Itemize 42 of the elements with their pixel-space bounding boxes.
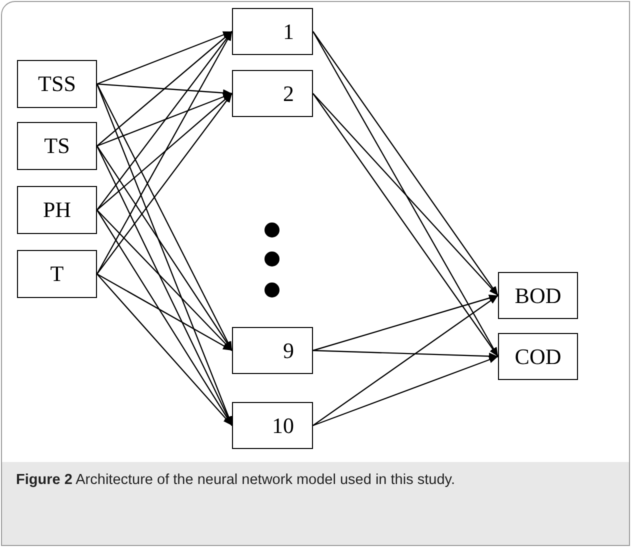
arrow <box>312 93 498 357</box>
node-box <box>232 8 313 55</box>
node-box <box>17 250 97 298</box>
node-label: T <box>50 261 64 287</box>
arrow <box>96 84 233 351</box>
arrow <box>96 30 232 85</box>
node-label: PH <box>42 197 72 223</box>
node-label: BOD <box>514 282 562 308</box>
arrow <box>96 31 232 210</box>
node-box <box>17 60 97 108</box>
node-box <box>498 272 578 319</box>
arrow <box>96 146 232 351</box>
arrow <box>96 210 232 426</box>
node-label: 1 <box>283 18 294 44</box>
arrow <box>96 93 232 274</box>
arrow <box>312 356 498 426</box>
arrow <box>96 31 233 274</box>
node-box <box>232 70 313 117</box>
node-label: COD <box>514 344 562 370</box>
node-label: TSS <box>38 71 76 97</box>
node-box <box>17 186 97 234</box>
arrow <box>96 274 232 426</box>
arrow <box>312 350 498 360</box>
node-label: 10 <box>272 412 294 438</box>
node-box <box>232 327 313 374</box>
arrow <box>96 31 232 146</box>
arrow <box>312 31 498 296</box>
arrow <box>96 273 232 352</box>
node-label: TS <box>44 133 70 159</box>
arrow <box>312 294 498 352</box>
node-box <box>232 402 313 449</box>
arrow <box>96 146 233 426</box>
arrow <box>312 295 498 426</box>
node-box <box>17 122 97 170</box>
figure-caption: Figure 2 Architecture of the neural network model used in this study. <box>16 471 456 490</box>
arrow <box>96 210 232 351</box>
node-label: 2 <box>283 80 294 106</box>
node-box <box>498 333 578 380</box>
arrow <box>312 93 498 296</box>
node-label: 9 <box>283 338 294 364</box>
arrow <box>96 83 232 96</box>
arrow <box>96 92 232 147</box>
